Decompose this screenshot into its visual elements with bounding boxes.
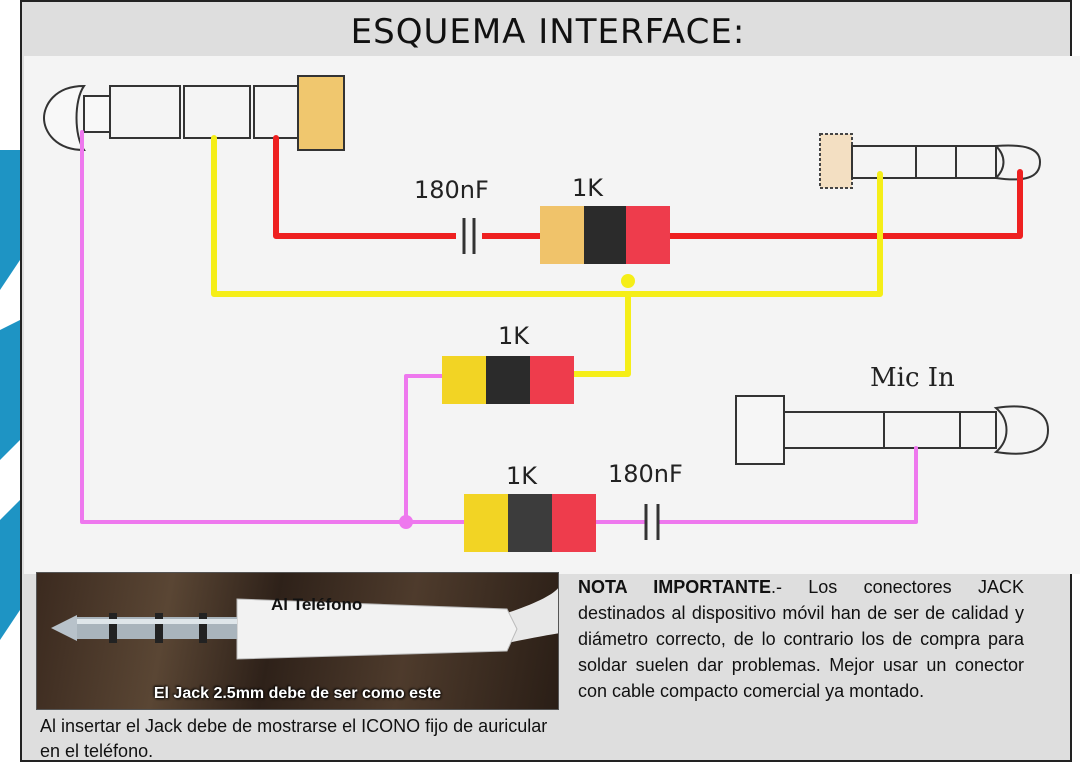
mic-jack (735, 395, 1050, 465)
deco-shape (0, 500, 20, 640)
note-text: .- Los conectores JACK destinados al dis… (578, 577, 1024, 701)
resistor-bottom-label: 1K (506, 462, 538, 490)
schematic-background (24, 56, 1080, 574)
page-title: ESQUEMA INTERFACE: (350, 12, 746, 52)
photo-caption: El Jack 2.5mm debe de ser como este (153, 685, 442, 702)
deco-shape (0, 150, 20, 290)
capacitor-top (456, 218, 482, 254)
mic-in-label: Mic In (870, 363, 955, 393)
right-top-jack (819, 133, 1042, 189)
junction-dot (399, 515, 413, 529)
capacitor-top-label: 180nF (414, 176, 489, 204)
pink-wire (80, 130, 918, 524)
left-jack (42, 75, 345, 152)
jack-photo: Al Teléfono El Jack 2.5mm debe de ser co… (36, 572, 559, 710)
deco-shape (0, 320, 20, 460)
resistor-middle-label: 1K (498, 322, 530, 350)
schematic-diagram: 180nF 1K 1K 1K 180nF Mic In (24, 56, 1080, 574)
capacitor-bottom-label: 180nF (608, 460, 683, 488)
photo-description: Al insertar el Jack debe de mostrarse el… (40, 716, 548, 761)
red-wire (273, 135, 1023, 239)
jack-plug-image (51, 588, 558, 660)
resistor-middle (442, 356, 574, 404)
junction-dot (621, 274, 635, 288)
resistor-top (540, 206, 670, 264)
note-heading: NOTA IMPORTANTE (578, 577, 771, 597)
photo-label: Al Teléfono (271, 595, 363, 614)
resistor-bottom (464, 494, 596, 552)
important-note: NOTA IMPORTANTE.- Los conectores JACK de… (578, 574, 1024, 704)
capacitor-bottom (644, 504, 660, 540)
resistor-top-label: 1K (572, 174, 604, 202)
